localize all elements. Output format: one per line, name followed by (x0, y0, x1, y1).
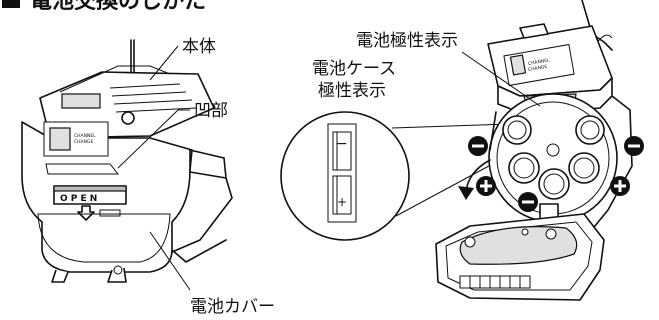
plus-badge-left (476, 176, 496, 196)
slot-minus: − (336, 136, 348, 152)
top-tab (61, 93, 101, 109)
channel-text-1: CHANNEL (74, 133, 96, 139)
cover-ribs (459, 275, 531, 289)
center-contact (546, 143, 560, 157)
open-label: O P E N (60, 194, 97, 204)
plus-badge-right (610, 176, 630, 196)
heading: 電池交換のしかた (2, 0, 206, 14)
receiver-unit-illustration: CHANNEL CHANGE O P E N (21, 39, 233, 283)
left-leader-lines (117, 45, 191, 291)
polarity-badges (468, 136, 644, 212)
antenna-base (121, 111, 135, 125)
label-polarity-display: 電池極性表示 (356, 31, 458, 51)
open-arrow (77, 205, 95, 221)
antenna-wire (581, 0, 613, 51)
channel-text-2: CHANGE (74, 139, 93, 145)
leader-cover (149, 231, 191, 291)
slot-plus: + (337, 195, 347, 209)
minus-badge-right (624, 136, 644, 156)
label-case-polarity-1: 電池ケース (312, 59, 396, 79)
top-clip (519, 23, 549, 39)
open-compartment-illustration: CHANNEL CHANGE (435, 0, 633, 301)
batteries (502, 115, 605, 200)
housing-side (171, 149, 233, 253)
recess (45, 163, 120, 175)
battery-2 (575, 115, 605, 145)
battery-cover-area (37, 213, 171, 263)
label-body: 本体 (182, 37, 216, 57)
leader-body (149, 45, 179, 81)
case-polarity-detail: 電池ケース 極性表示 − + (280, 59, 511, 241)
heading-text: 電池交換のしかた (30, 0, 206, 14)
battery-4 (568, 152, 600, 184)
leader-polarity (461, 51, 541, 107)
minus-badge-left (468, 136, 488, 156)
leader-recess (117, 109, 190, 169)
label-recess: 凹部 (194, 101, 228, 121)
label-battery-cover: 電池カバー (190, 297, 275, 317)
rotation-arrowhead (458, 186, 474, 200)
battery-5 (538, 168, 570, 200)
battery-1 (502, 115, 532, 145)
heading-bullet (2, 0, 20, 8)
battery-chamber (488, 93, 618, 223)
right-channel-text-2: CHANGE (528, 64, 548, 73)
minus-badge-bottom (518, 192, 538, 212)
right-shell (589, 95, 633, 233)
foot-left (51, 269, 69, 283)
battery-3 (508, 152, 540, 184)
label-case-polarity-2: 極性表示 (318, 81, 386, 101)
right-channel-text-1: CHANNEL (528, 57, 551, 67)
